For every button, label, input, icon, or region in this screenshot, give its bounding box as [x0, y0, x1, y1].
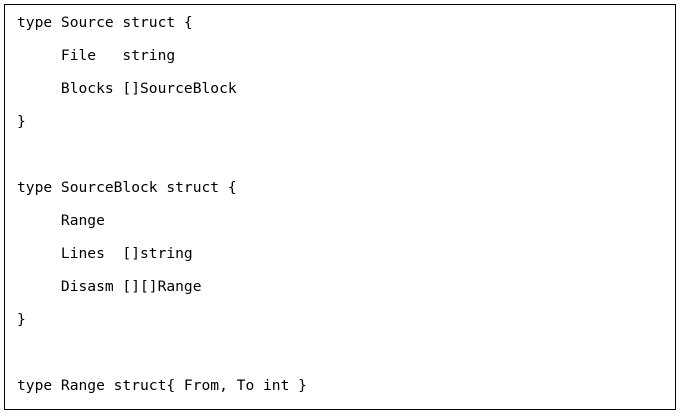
code-line: type SourceBlock struct { [17, 179, 237, 196]
code-line: Range [17, 212, 105, 229]
code-line [17, 336, 675, 369]
code-line: Blocks []SourceBlock [17, 80, 237, 97]
code-line: Disasm [][]Range [17, 278, 202, 295]
code-line: type Source struct { [17, 14, 193, 31]
code-line: type Range struct{ From, To int } [17, 377, 307, 394]
code-line: } [17, 311, 26, 328]
code-line: File string [17, 47, 176, 64]
code-line: Lines []string [17, 245, 193, 262]
code-line [17, 138, 675, 171]
code-line: } [17, 113, 26, 130]
code-block: type Source struct { File string Blocks … [4, 4, 676, 410]
